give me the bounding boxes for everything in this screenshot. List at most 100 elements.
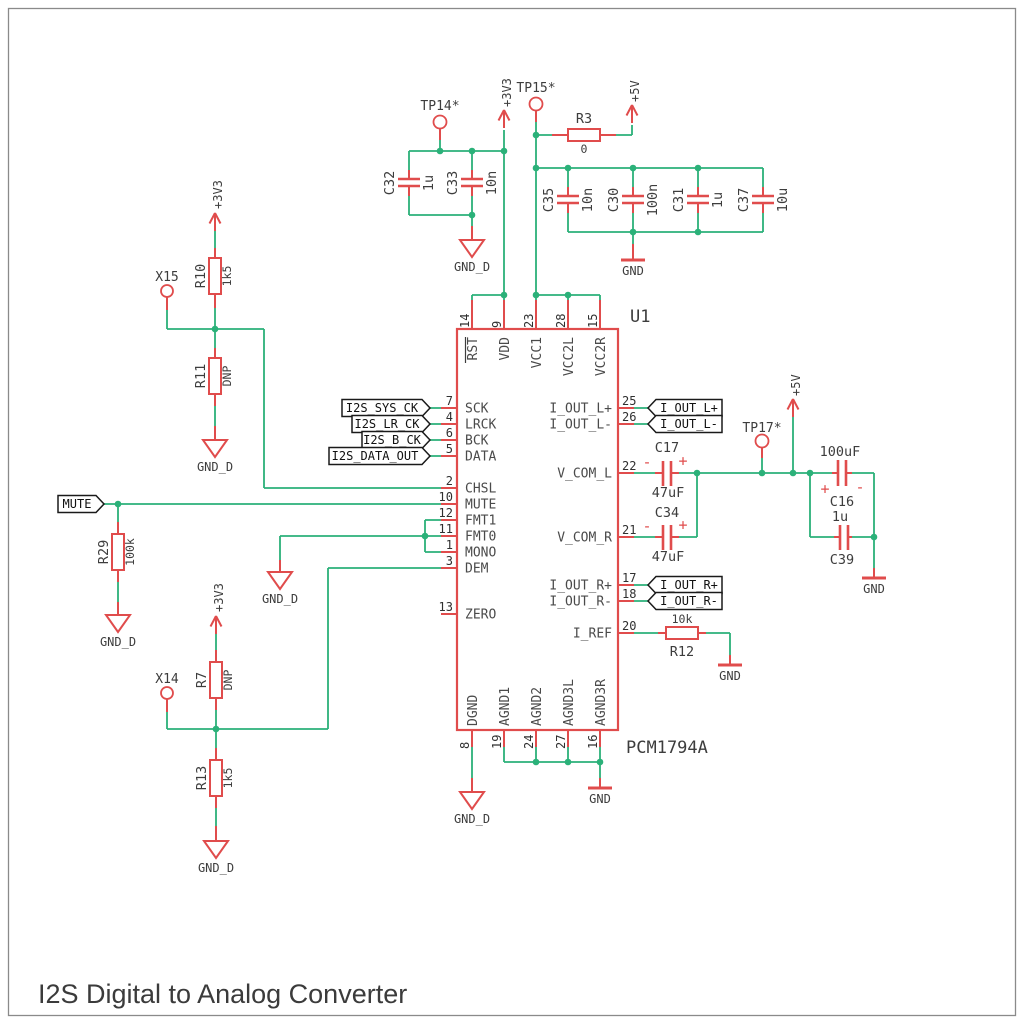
gndd-r29-label: GND_D bbox=[100, 635, 136, 649]
component-c17: - + C17 47uF bbox=[642, 440, 687, 501]
c39-value: 1u bbox=[832, 509, 848, 525]
wires bbox=[104, 122, 875, 826]
pin-number-8: 8 bbox=[458, 742, 472, 749]
gnd-r12-label: GND bbox=[719, 669, 741, 683]
pin-name-vcc2r: VCC2R bbox=[594, 337, 609, 376]
r7-value: DNP bbox=[221, 670, 235, 691]
r29-body bbox=[111, 533, 125, 571]
sheet-border bbox=[7, 7, 1017, 1017]
c17-minus-sign: - bbox=[642, 453, 651, 471]
tag-i-out-r-minus-text: I_OUT_R- bbox=[660, 594, 718, 608]
r12-value: 10k bbox=[672, 612, 693, 626]
pin-name-agnd1: AGND1 bbox=[498, 687, 513, 726]
pin-number-10: 10 bbox=[439, 490, 453, 504]
c35-plates bbox=[557, 194, 579, 205]
gnd-vcom-label: GND bbox=[863, 582, 885, 596]
pin-name-rst: RST bbox=[464, 337, 481, 363]
c37-ref: C37 bbox=[736, 188, 752, 212]
gndd-dgnd-label: GND_D bbox=[454, 812, 490, 826]
component-c33: C33 10n bbox=[445, 170, 500, 196]
pin-number-15: 15 bbox=[586, 314, 600, 328]
gndd-r13-label: GND_D bbox=[198, 861, 234, 875]
pin-number-9: 9 bbox=[490, 321, 504, 328]
r13-ref: R13 bbox=[194, 766, 210, 790]
pin-number-20: 20 bbox=[622, 619, 636, 633]
tag-i-out-r-plus bbox=[646, 575, 723, 595]
tp15-pad bbox=[528, 96, 544, 112]
power-arrow-5v-right bbox=[786, 398, 800, 417]
power-label-3v3-top: +3V3 bbox=[500, 78, 514, 107]
test-points: TP14* TP15* TP17* X15 X14 bbox=[155, 81, 782, 712]
component-r13: R13 1k5 bbox=[194, 748, 235, 808]
pin-number-28: 28 bbox=[554, 314, 568, 328]
pin-name-v-com-l: V_COM_L bbox=[557, 467, 612, 482]
c31-value: 1u bbox=[710, 192, 726, 208]
pin-name-i-ref: I_REF bbox=[573, 627, 612, 642]
r11-value: DNP bbox=[220, 366, 234, 387]
pin-name-zero: ZERO bbox=[465, 608, 496, 623]
pin-number-26: 26 bbox=[622, 410, 636, 424]
gndd-fmt-triangle bbox=[266, 571, 294, 591]
r12-ref: R12 bbox=[670, 644, 694, 660]
tp17-pad bbox=[754, 433, 770, 449]
pin-name-vdd: VDD bbox=[498, 337, 513, 361]
pin-number-18: 18 bbox=[622, 587, 636, 601]
pin-name-i-out-r-plus: I_OUT_R+ bbox=[549, 579, 612, 594]
tag-i2s-sys-ck-text: I2S_SYS_CK bbox=[346, 401, 419, 415]
c17-plus-sign: + bbox=[678, 452, 687, 470]
pin-number-2: 2 bbox=[446, 474, 453, 488]
c17-value: 47uF bbox=[652, 485, 685, 501]
component-r3: R3 0 bbox=[552, 111, 616, 156]
pin-number-4: 4 bbox=[446, 410, 453, 424]
power-arrow-3v3-x15 bbox=[208, 212, 222, 231]
pin-name-vcc2l: VCC2L bbox=[562, 337, 577, 376]
r3-value: 0 bbox=[581, 142, 588, 156]
c39-plates bbox=[838, 525, 850, 550]
net-label-tags: I2S_SYS_CK I2S_LR_CK I2S_B_CK I2S_DATA_O… bbox=[57, 398, 723, 611]
pin-number-5: 5 bbox=[446, 442, 453, 456]
c31-ref: C31 bbox=[671, 188, 687, 212]
c33-plates bbox=[461, 177, 483, 188]
gndd-r13-triangle bbox=[202, 840, 230, 860]
pin-name-dem: DEM bbox=[465, 562, 489, 577]
tag-i2s-data-out bbox=[328, 446, 432, 466]
pin-name-lrck: LRCK bbox=[465, 418, 496, 433]
c30-ref: C30 bbox=[606, 188, 622, 212]
component-r11: R11 DNP bbox=[193, 348, 234, 406]
c34-ref: C34 bbox=[655, 505, 679, 521]
pin-number-24: 24 bbox=[522, 735, 536, 749]
pin-number-6: 6 bbox=[446, 426, 453, 440]
tag-i-out-l-plus bbox=[646, 398, 723, 418]
r11-ref: R11 bbox=[193, 364, 209, 388]
tag-i-out-l-minus-text: I_OUT_L- bbox=[660, 417, 718, 431]
power-label-5v-top: +5V bbox=[628, 80, 642, 102]
component-c32: C32 1u bbox=[382, 170, 437, 196]
power-label-5v-right: +5V bbox=[789, 374, 803, 396]
pin-name-mono: MONO bbox=[465, 546, 496, 561]
sheet-title: I2S Digital to Analog Converter bbox=[38, 979, 407, 1009]
tp14-pad bbox=[432, 114, 448, 130]
component-c37: C37 10u bbox=[736, 187, 791, 213]
tp15-label: TP15* bbox=[516, 81, 555, 96]
junction-dots bbox=[114, 131, 878, 766]
c37-value: 10u bbox=[775, 188, 791, 212]
pin-name-chsl: CHSL bbox=[465, 482, 496, 497]
pin-number-19: 19 bbox=[490, 735, 504, 749]
gnd-agnd-label: GND bbox=[589, 792, 611, 806]
power-arrow-5v-top bbox=[625, 104, 639, 123]
component-r29: R29 100k bbox=[96, 522, 137, 582]
tag-i2s-lr-ck-text: I2S_LR_CK bbox=[354, 417, 420, 431]
r29-value: 100k bbox=[123, 538, 137, 566]
tag-i2s-lr-ck bbox=[351, 414, 432, 434]
pin-name-vcc1: VCC1 bbox=[530, 337, 545, 368]
power-symbols: +3V3 +5V +3V3 +3V3 +5V bbox=[208, 78, 803, 634]
pin-name-bck: BCK bbox=[465, 434, 489, 449]
net-wire-3v3-top bbox=[408, 130, 505, 300]
x15-label: X15 bbox=[155, 270, 178, 285]
pin-name-sck: SCK bbox=[465, 402, 489, 417]
c16-ref: C16 bbox=[830, 494, 854, 510]
c17-ref: C17 bbox=[655, 440, 679, 456]
pin-name-i-out-l-plus: I_OUT_L+ bbox=[549, 402, 612, 417]
r13-body bbox=[209, 759, 223, 797]
